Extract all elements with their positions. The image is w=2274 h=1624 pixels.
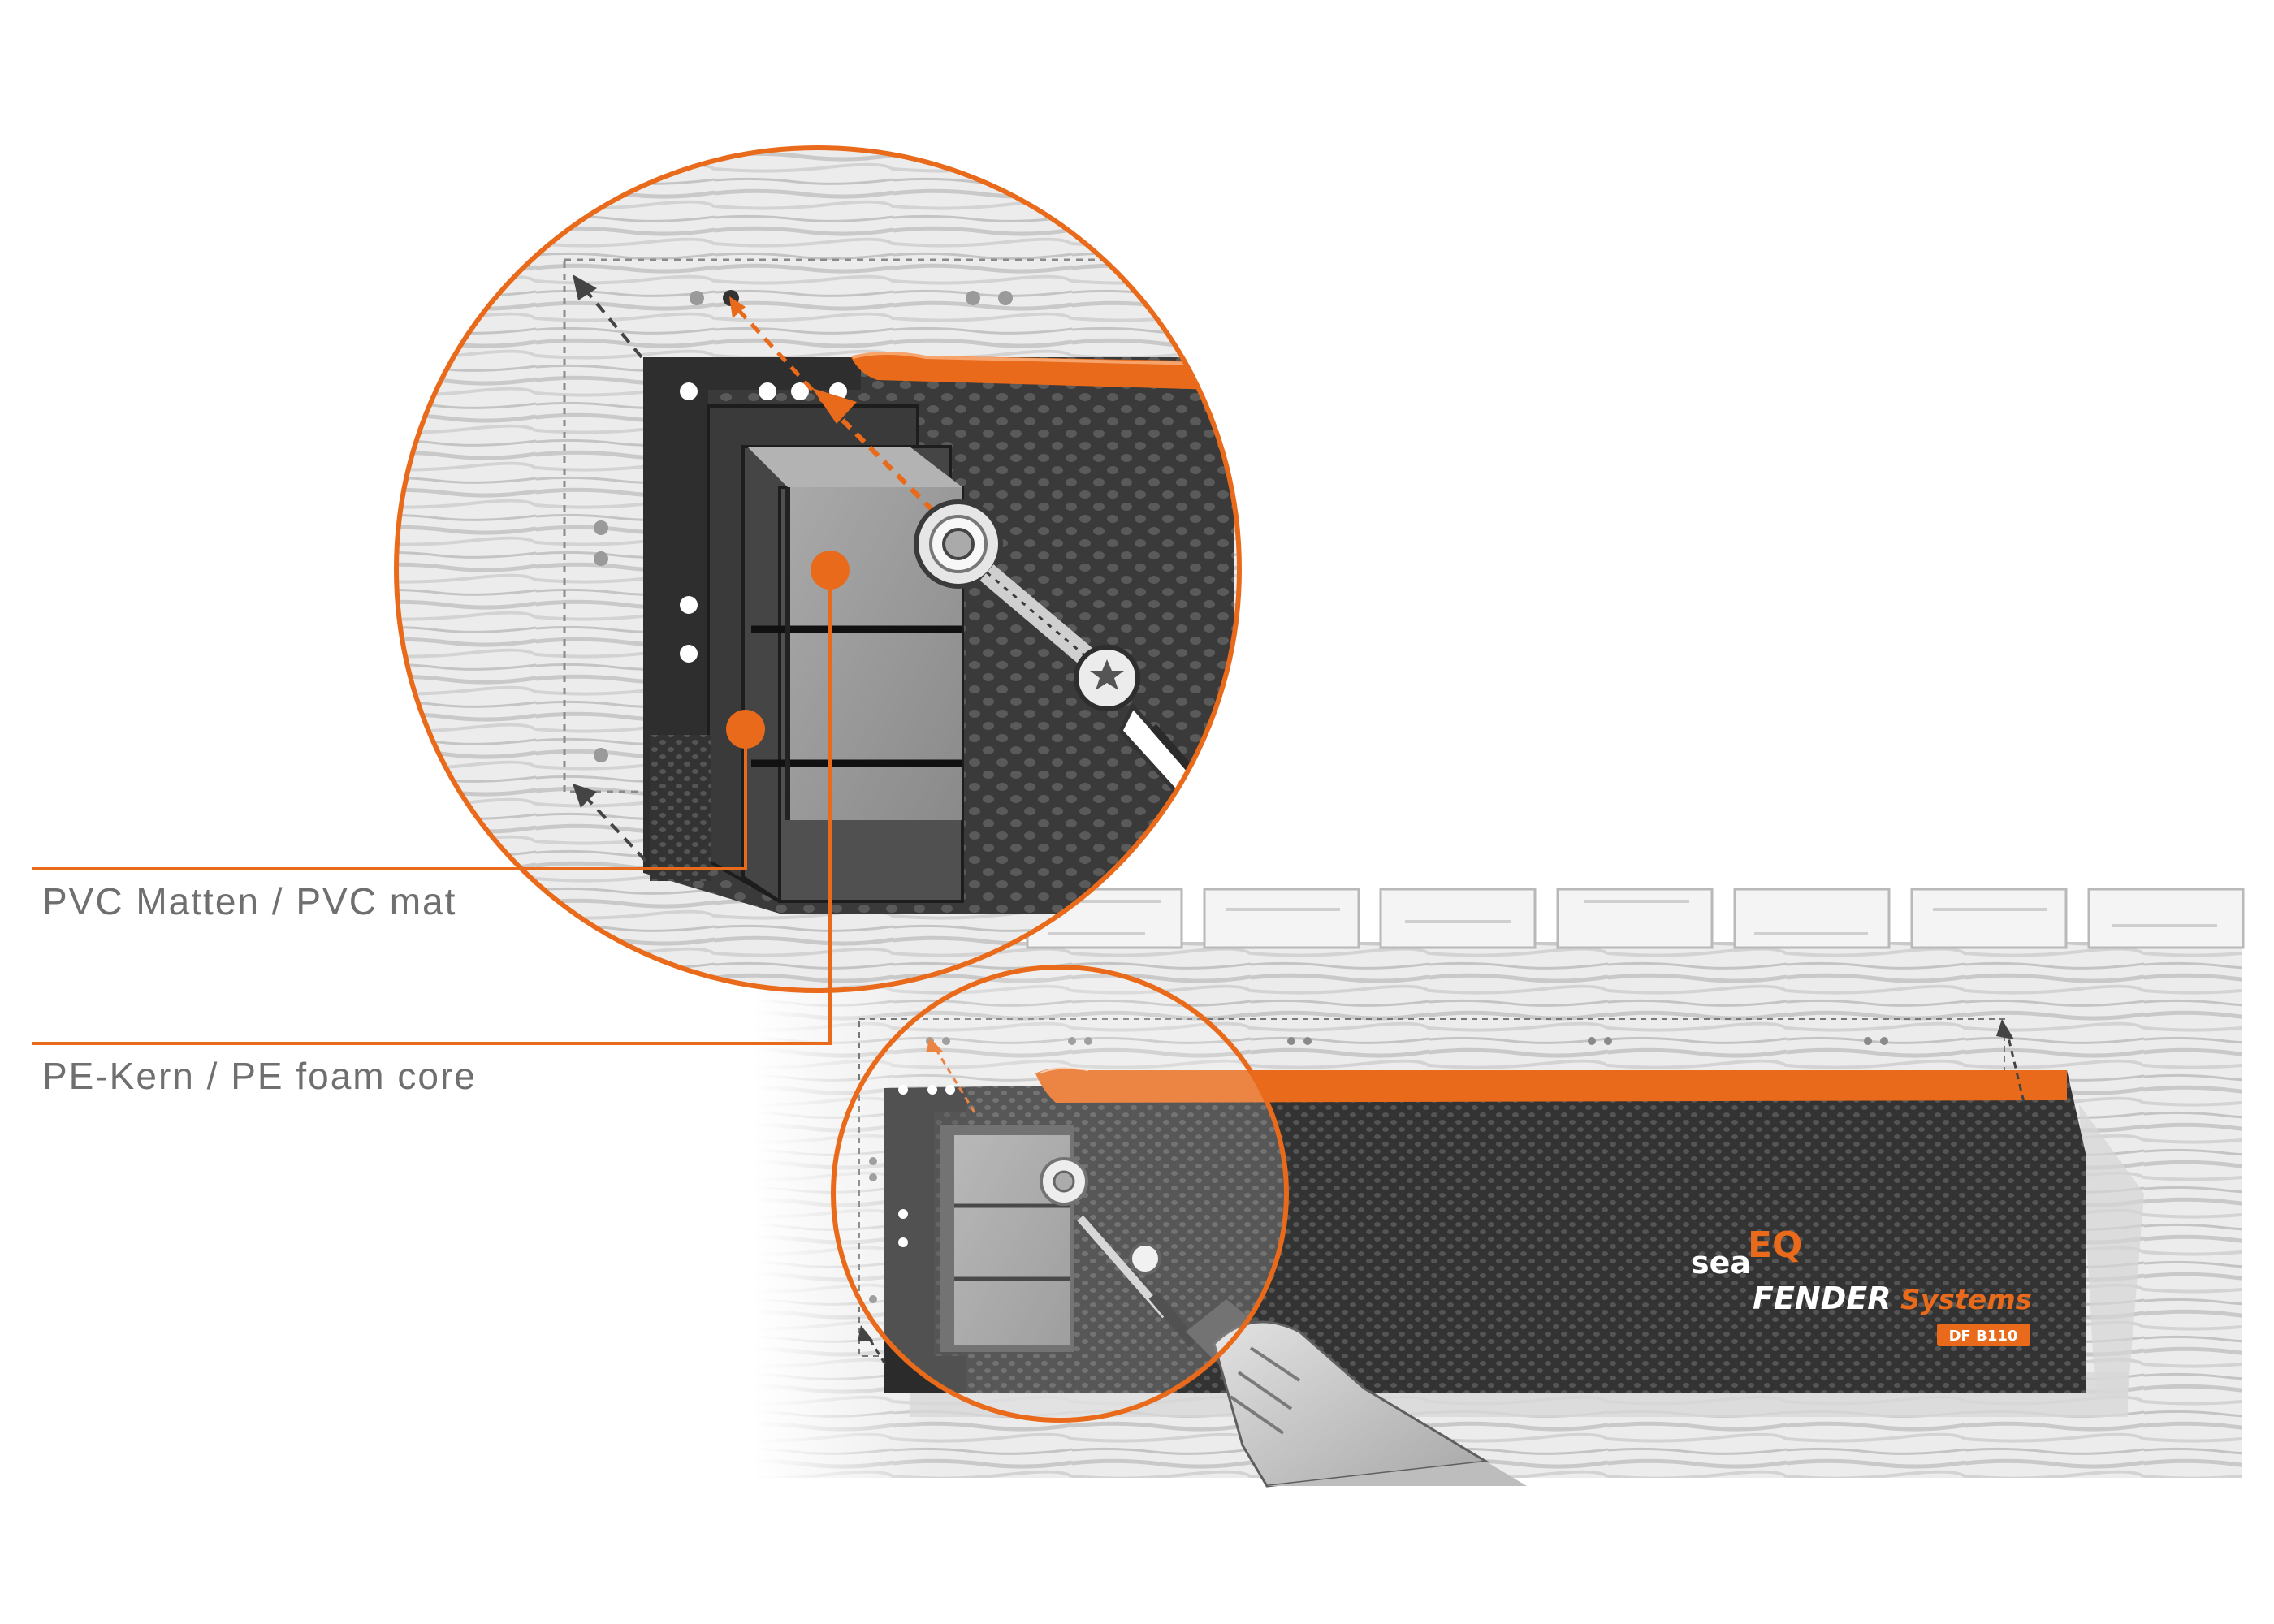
orange-top-strip xyxy=(1035,1067,2067,1103)
model-badge xyxy=(1937,1324,2030,1346)
plank-row xyxy=(1026,888,2245,949)
washer-detail-icon xyxy=(914,499,1003,589)
detail-magnifier xyxy=(394,145,1242,993)
pvc-leader-line xyxy=(32,729,747,870)
pe-leader-line xyxy=(32,570,832,1045)
fender-detail xyxy=(643,352,1234,914)
callouts xyxy=(32,551,850,1045)
direction-arrows xyxy=(573,274,857,808)
large-detail-circle xyxy=(394,145,1242,993)
brand-systems: Systems xyxy=(1900,1284,2032,1316)
pe-core-label: PE-Kern / PE foam core xyxy=(42,1055,477,1097)
brand-eq: EQ xyxy=(1748,1224,1802,1266)
drill-icon xyxy=(1077,1215,1527,1488)
fender-profile xyxy=(884,1067,2086,1393)
screw-icon xyxy=(1129,1242,1161,1275)
brand-logo: sea EQ FENDER Systems DF B110 xyxy=(1691,1224,2032,1346)
screw-detail-icon xyxy=(1074,645,1140,711)
small-detail-circle xyxy=(831,965,1289,1423)
brand-sea: sea xyxy=(1691,1245,1751,1281)
arrow-icon xyxy=(858,1019,2014,1341)
pvc-mat-label: PVC Matten / PVC mat xyxy=(42,880,457,922)
brand-model: DF B110 xyxy=(1949,1328,2018,1345)
overview-scene: sea EQ FENDER Systems DF B110 xyxy=(754,888,2245,1488)
brand-fender: FENDER xyxy=(1753,1281,1891,1316)
